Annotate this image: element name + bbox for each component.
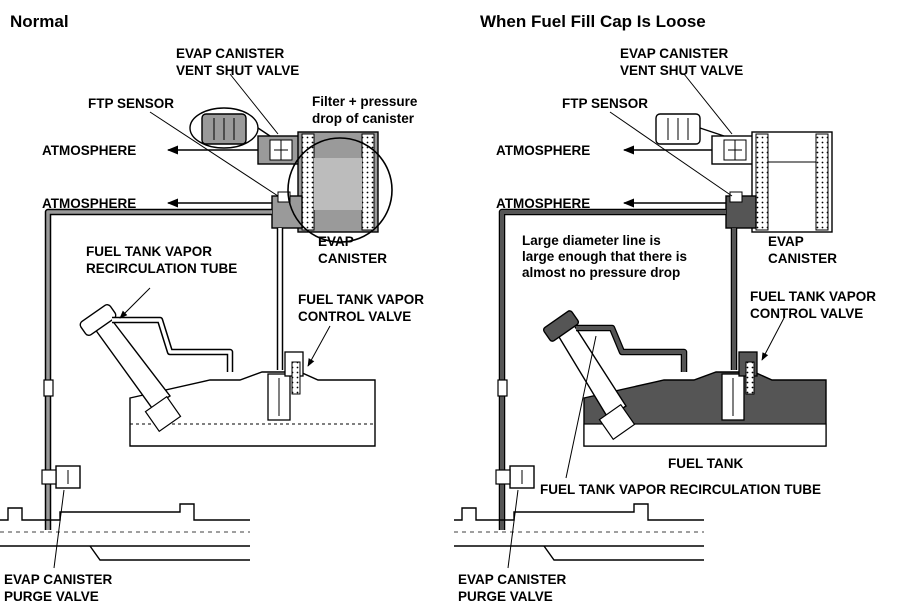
intake-manifold <box>454 503 704 561</box>
fuel-tank <box>583 371 827 447</box>
evap-canister <box>711 131 833 233</box>
recirculation-tube <box>542 310 688 441</box>
leader-vent-valve <box>683 73 733 135</box>
label-purge-1: EVAP CANISTER <box>458 572 567 587</box>
fuel-tank <box>129 371 376 447</box>
label-recirc: FUEL TANK VAPOR RECIRCULATION TUBE <box>540 482 821 497</box>
label-fuel-tank: FUEL TANK <box>668 456 743 471</box>
label-atmosphere-2: ATMOSPHERE <box>42 196 136 211</box>
recirculation-tube <box>79 303 234 433</box>
leader-ftp-sensor <box>149 111 279 197</box>
label-ftp-sensor: FTP SENSOR <box>562 96 648 111</box>
panel-cap-loose: When Fuel Fill Cap Is Loose <box>454 12 876 604</box>
canister-highlight-circle <box>287 137 393 243</box>
purge-valve <box>495 465 535 489</box>
label-vent-valve-2: VENT SHUT VALVE <box>620 63 743 78</box>
leader-recirc-tube <box>119 287 151 319</box>
label-evap-2: CANISTER <box>768 251 837 266</box>
label-control-2: CONTROL VALVE <box>298 309 411 324</box>
label-atmosphere-2: ATMOSPHERE <box>496 196 590 211</box>
purge-valve <box>41 465 81 489</box>
ftp-sensor <box>655 113 725 145</box>
control-valve <box>284 351 304 395</box>
label-purge-1: EVAP CANISTER <box>4 572 113 587</box>
label-evap-2: CANISTER <box>318 251 387 266</box>
leader-vent-valve <box>229 73 279 135</box>
label-recirc-1: FUEL TANK VAPOR <box>86 244 212 259</box>
label-vent-valve-1: EVAP CANISTER <box>176 46 285 61</box>
label-ftp-sensor: FTP SENSOR <box>88 96 174 111</box>
ftp-sensor <box>189 107 271 149</box>
label-atmosphere-1: ATMOSPHERE <box>496 143 590 158</box>
leader-control-valve <box>761 317 785 361</box>
panel-title: When Fuel Fill Cap Is Loose <box>480 12 706 31</box>
label-vent-valve-1: EVAP CANISTER <box>620 46 729 61</box>
label-note-3: almost no pressure drop <box>522 265 680 280</box>
label-vent-valve-2: VENT SHUT VALVE <box>176 63 299 78</box>
leader-recirc-tube <box>565 335 597 479</box>
intake-manifold <box>0 503 250 561</box>
panel-title: Normal <box>10 12 69 31</box>
label-evap-1: EVAP <box>318 234 354 249</box>
label-atmosphere-1: ATMOSPHERE <box>42 143 136 158</box>
label-filter-1: Filter + pressure <box>312 94 418 109</box>
label-recirc-2: RECIRCULATION TUBE <box>86 261 237 276</box>
leader-ftp-sensor <box>609 111 733 197</box>
panel-normal: Normal <box>0 12 424 604</box>
label-evap-1: EVAP <box>768 234 804 249</box>
label-note-1: Large diameter line is <box>522 233 661 248</box>
evap-canister <box>257 131 379 233</box>
leader-purge-valve <box>53 489 65 569</box>
label-control-1: FUEL TANK VAPOR <box>298 292 424 307</box>
purge-tube <box>44 208 272 530</box>
leader-control-valve <box>307 325 331 367</box>
label-purge-2: PURGE VALVE <box>4 589 99 604</box>
leader-purge-valve <box>507 489 519 569</box>
label-purge-2: PURGE VALVE <box>458 589 553 604</box>
label-control-2: CONTROL VALVE <box>750 306 863 321</box>
label-control-1: FUEL TANK VAPOR <box>750 289 876 304</box>
label-note-2: large enough that there is <box>522 249 687 264</box>
control-valve <box>738 351 758 395</box>
label-filter-2: drop of canister <box>312 111 415 126</box>
